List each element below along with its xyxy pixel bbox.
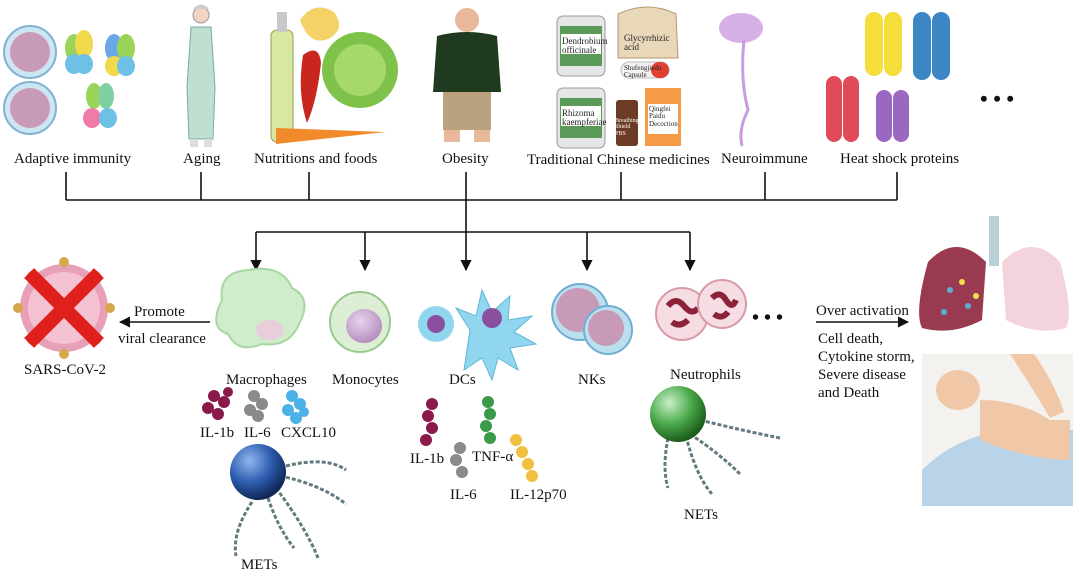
factor-label-nutritions-foods: Nutritions and foods bbox=[254, 151, 378, 167]
obesity-person-icon bbox=[433, 8, 501, 142]
traditional-chinese-medicines-icon bbox=[556, 6, 681, 149]
cell-label-macrophages: Macrophages bbox=[226, 372, 307, 388]
cytokine-label-il1b: IL-1b bbox=[200, 425, 235, 441]
outcome-line-1: Cell death, bbox=[818, 331, 883, 347]
tcm-box-label: Qingfei Paidu Decoction bbox=[649, 105, 678, 128]
adaptive-immunity-icon bbox=[3, 25, 135, 135]
viral-clearance-label: viral clearance bbox=[118, 331, 206, 347]
nk-cell-icon bbox=[551, 283, 633, 355]
neuroimmune-neuron-icon bbox=[719, 13, 763, 147]
more-factors-ellipsis: • • • bbox=[980, 86, 1015, 111]
cytokine-label-cxcl10: CXCL10 bbox=[281, 425, 337, 441]
nutrition-foods-icon bbox=[270, 7, 398, 144]
trap-label-mets: METs bbox=[241, 557, 278, 573]
factor-label-obesity: Obesity bbox=[442, 151, 489, 167]
tcm-jar-label-1: Dendrobium officinale bbox=[562, 36, 608, 56]
cell-label-monocytes: Monocytes bbox=[332, 372, 399, 388]
macrophage-extracellular-trap-icon bbox=[230, 444, 347, 559]
outcome-line-3: Severe disease bbox=[818, 367, 906, 383]
tcm-bag-label: Glycyrrhizic acid bbox=[624, 33, 670, 53]
dc-cytokine-label-il1b: IL-1b bbox=[410, 451, 445, 467]
sars-cov-2-virus-icon bbox=[13, 257, 115, 359]
tcm-bottle-label: Breathing Shield PBS bbox=[615, 118, 639, 137]
factor-label-neuroimmune: Neuroimmune bbox=[721, 151, 808, 167]
outcome-line-2: Cytokine storm, bbox=[818, 349, 915, 365]
macrophage-cell-icon bbox=[215, 267, 306, 349]
heat-shock-proteins-icon bbox=[826, 12, 950, 142]
virus-label: SARS-CoV-2 bbox=[24, 362, 106, 378]
neutrophil-cell-icon bbox=[655, 279, 747, 341]
cell-label-dcs: DCs bbox=[449, 372, 476, 388]
factor-label-aging: Aging bbox=[183, 151, 221, 167]
aging-person-icon bbox=[186, 4, 216, 147]
macrophage-cytokine-clusters bbox=[202, 387, 309, 424]
dendritic-cell-icon bbox=[418, 288, 538, 382]
damaged-lungs-icon bbox=[919, 216, 1069, 331]
tcm-capsule-label: Shufengjiedu Capsule bbox=[624, 64, 662, 80]
monocyte-cell-icon bbox=[329, 291, 391, 353]
cell-label-nks: NKs bbox=[578, 372, 606, 388]
cytokine-label-il6: IL-6 bbox=[244, 425, 271, 441]
outcome-line-4: and Death bbox=[818, 385, 880, 401]
convergence-connectors bbox=[65, 172, 910, 328]
over-activation-label: Over activation bbox=[816, 303, 909, 319]
factor-label-heat-shock-proteins: Heat shock proteins bbox=[840, 151, 960, 167]
factor-label-tcm: Traditional Chinese medicines bbox=[527, 152, 710, 168]
trap-label-nets: NETs bbox=[684, 507, 718, 523]
dc-cytokine-label-tnfa: TNF-α bbox=[472, 449, 514, 465]
tcm-jar-label-2: Rhizoma kaempferiae bbox=[562, 108, 607, 128]
dc-cytokine-label-il6: IL-6 bbox=[450, 487, 477, 503]
cell-label-neutrophils: Neutrophils bbox=[670, 367, 741, 383]
neutrophil-extracellular-trap-icon bbox=[650, 386, 781, 495]
promote-label: Promote bbox=[134, 304, 185, 320]
factor-label-adaptive-immunity: Adaptive immunity bbox=[14, 151, 132, 167]
patient-cpr-illustration bbox=[922, 354, 1073, 506]
dc-cytokine-label-il12p70: IL-12p70 bbox=[510, 487, 567, 503]
dc-cytokine-clusters bbox=[420, 396, 538, 482]
more-cells-ellipsis: • • • bbox=[752, 307, 784, 329]
